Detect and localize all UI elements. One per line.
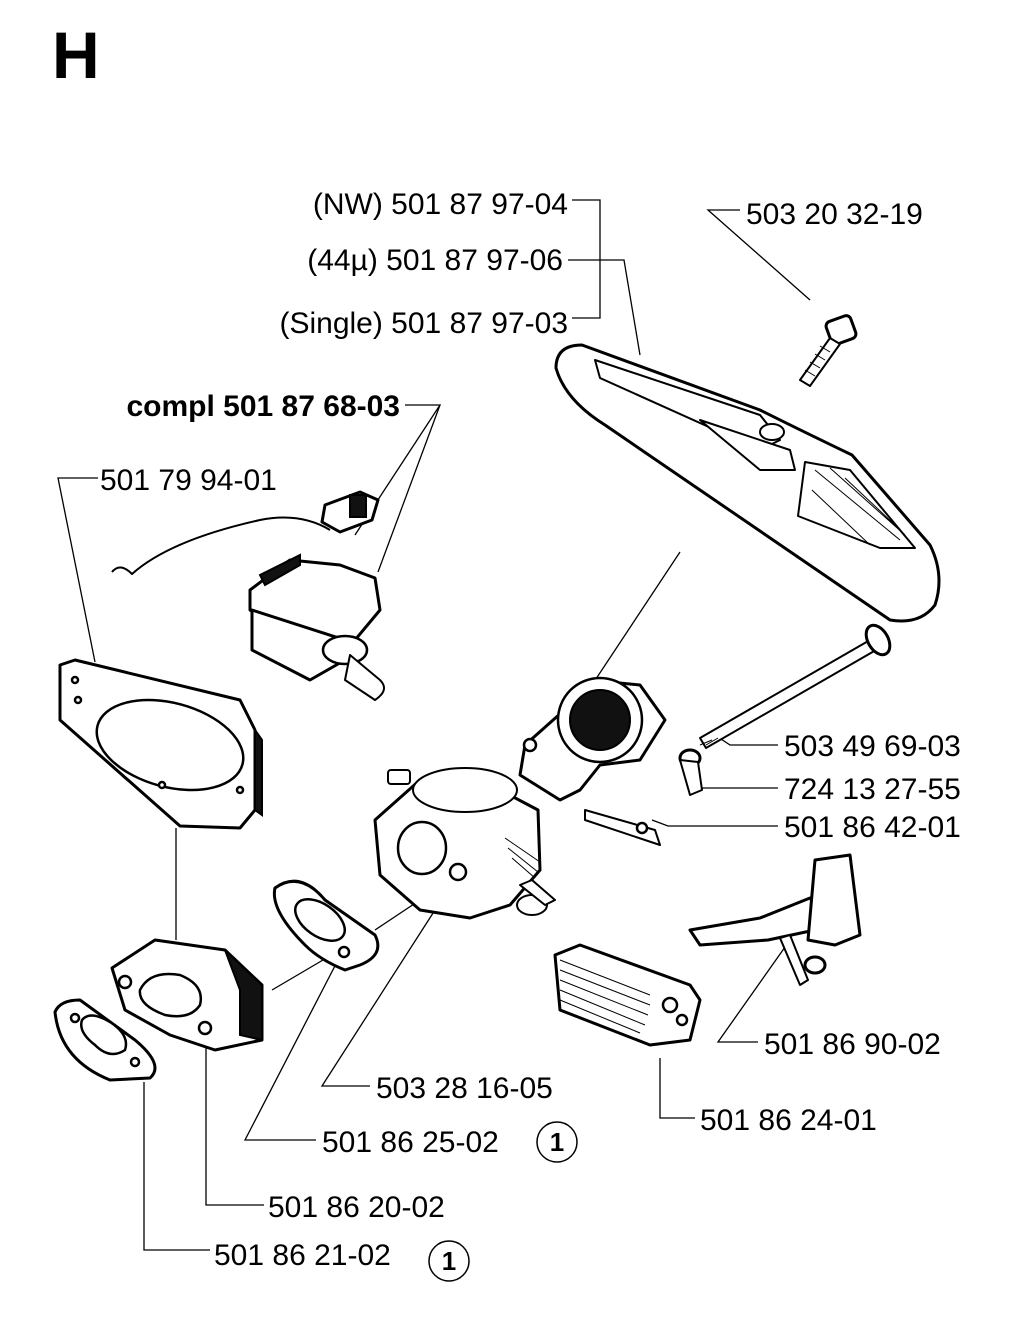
badge-carb-gasket: 1: [536, 1121, 578, 1163]
label-intake-gasket: 501 86 21-02: [214, 1239, 391, 1272]
top-screw: [799, 314, 858, 387]
leader-lines: [57, 199, 811, 1251]
label-air-filter-44u: (44µ) 501 87 97-06: [307, 244, 563, 277]
label-carb-holder: 501 86 42-01: [784, 811, 961, 844]
carburetor: [373, 767, 556, 920]
label-intake-block: 501 86 24-01: [700, 1104, 877, 1137]
air-filter-cover: [554, 343, 941, 623]
carb-gasket: [272, 879, 380, 972]
label-long-bolt: 503 49 69-03: [784, 730, 961, 763]
part-labels: (NW) 501 87 97-04 (44µ) 501 87 97-06 (Si…: [100, 188, 961, 1272]
badge-carb-gasket-number: 1: [550, 1127, 564, 1157]
label-choke-compl: compl 501 87 68-03: [126, 390, 400, 423]
badge-intake-gasket: 1: [428, 1240, 470, 1282]
label-choke-lever: 501 86 90-02: [764, 1028, 941, 1061]
label-air-filter-nw: (NW) 501 87 97-04: [313, 188, 568, 221]
intake-adapter: [110, 938, 264, 1052]
choke-wire: [111, 490, 380, 575]
badge-intake-gasket-number: 1: [442, 1246, 456, 1276]
gasket-plate: [58, 658, 263, 830]
long-bolt: [699, 623, 892, 749]
intake-block: [553, 943, 702, 1047]
label-carb-gasket: 501 86 25-02: [322, 1126, 499, 1159]
section-letter: H: [52, 18, 100, 92]
choke-lever: [688, 853, 862, 986]
label-intake-adapter: 501 86 20-02: [268, 1191, 445, 1224]
intake-gasket: [53, 998, 157, 1082]
choke-housing: [248, 553, 385, 701]
label-small-screw: 724 13 27-55: [784, 773, 961, 806]
label-air-filter-single: (Single) 501 87 97-03: [279, 307, 568, 340]
label-gasket-plate: 501 79 94-01: [100, 464, 277, 497]
label-carburetor: 503 28 16-05: [376, 1072, 553, 1105]
small-screw: [678, 748, 703, 796]
carb-holder: [518, 676, 667, 846]
label-screw-top: 503 20 32-19: [746, 198, 923, 231]
